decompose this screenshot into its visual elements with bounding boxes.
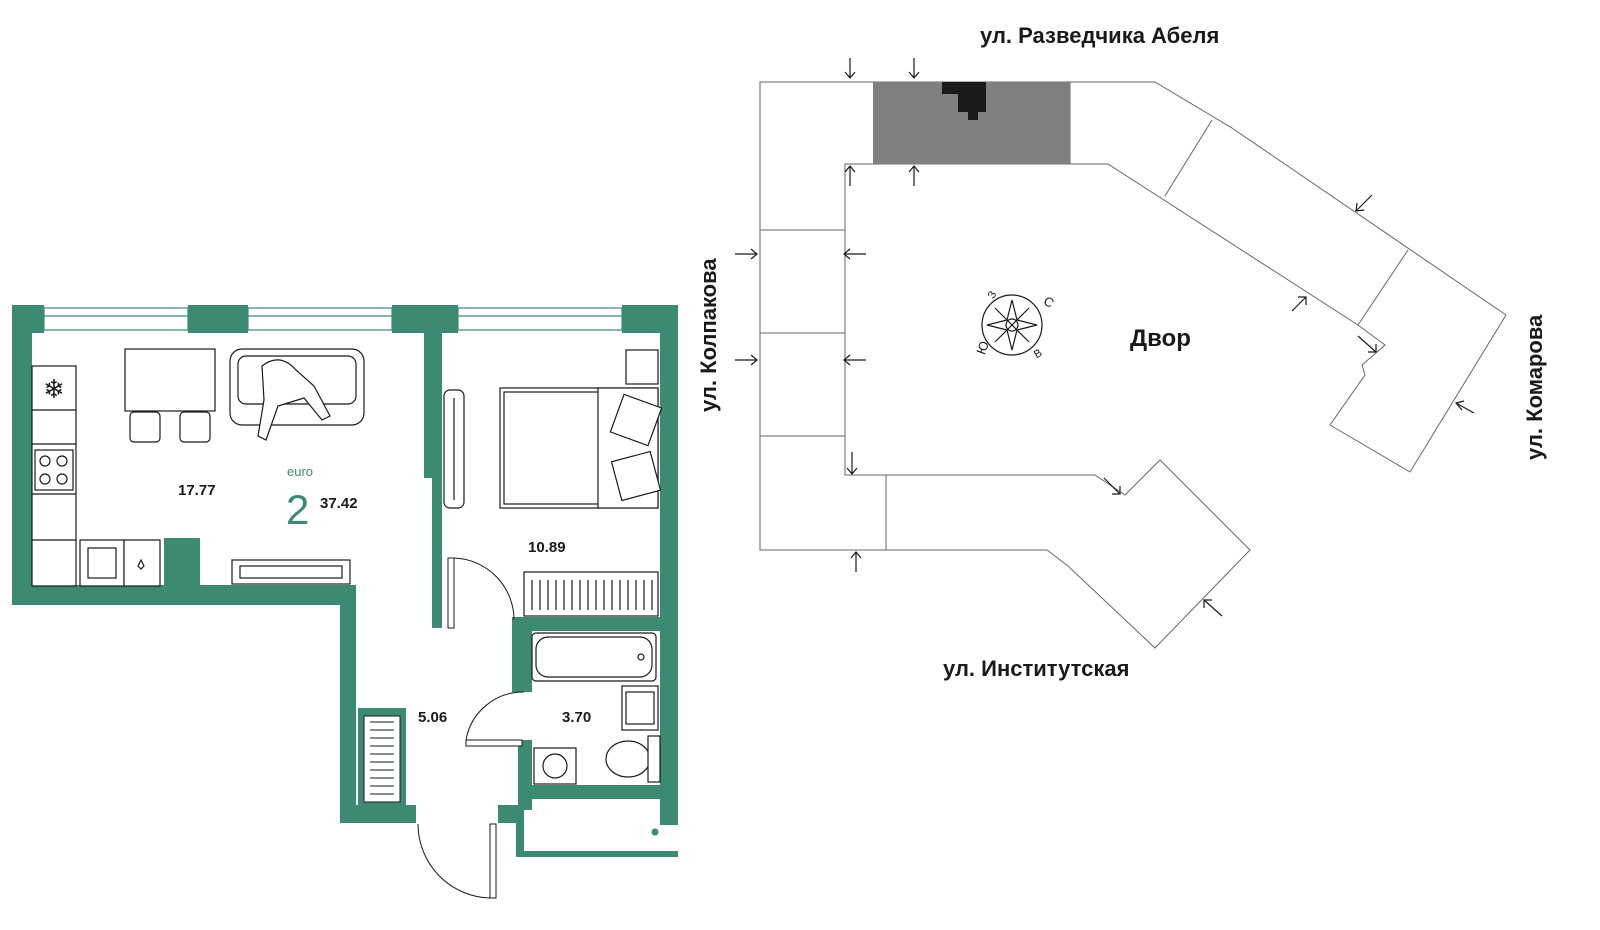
courtyard-label: Двор [1130,325,1191,352]
room-area-kitchen: 17.77 [178,482,216,499]
compass-w: З [986,289,1000,301]
highlighted-section [873,82,1070,164]
snowflake-icon: ❄ [43,375,65,405]
windows [43,307,623,331]
room-area-bedroom: 10.89 [528,539,566,556]
compass-s: Ю [973,339,992,356]
apartment-type-label: euro [287,464,313,479]
doors [417,557,525,899]
bathroom-fixtures [531,632,661,836]
room-area-bathroom: 3.70 [562,709,591,726]
street-north: ул. Разведчика Абеля [980,23,1219,48]
street-east: ул. Комарова [1522,314,1547,460]
closet-hatching [174,574,401,803]
compass-n: С [1041,293,1057,311]
apartment-floor-plan: ❄ 17.77 10.89 5.06 3.70 euro 2 37. [12,305,678,899]
building-outline [759,81,1507,649]
room-area-hallway: 5.06 [418,709,447,726]
compass-e: В [1032,347,1044,361]
walls [12,305,678,857]
bedroom-furniture [443,349,663,617]
compass-icon [981,294,1043,356]
rooms-count: 2 [286,486,309,533]
kitchen-furniture [31,348,365,587]
total-area: 37.42 [320,495,358,512]
street-south: ул. Институтская [943,656,1129,681]
entrance-arrows [735,58,1475,617]
